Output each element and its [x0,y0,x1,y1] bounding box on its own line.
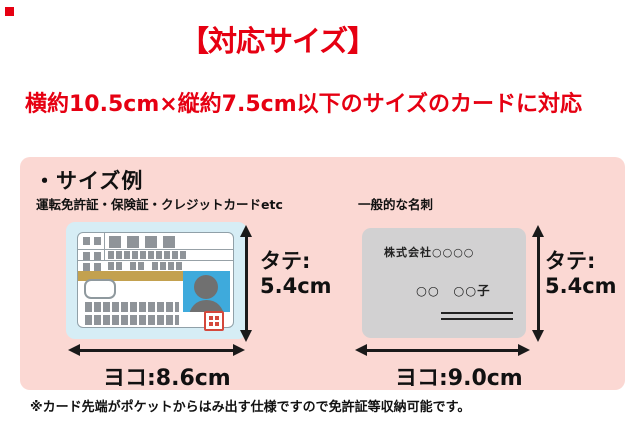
width-label-left: ヨコ:8.6cm [103,366,231,391]
license-photo [183,271,230,312]
portrait-silhouette-icon [194,275,218,299]
business-card-name: ○○ ○○子 [416,283,491,298]
panel-heading: ・サイズ例 [34,169,144,193]
license-text-placeholder [83,252,101,260]
license-divider-line [78,249,233,250]
hanko-stamp-icon [204,311,224,331]
license-text-placeholder [83,237,101,245]
width-label-right: ヨコ:9.0cm [395,366,523,391]
business-card-rule-line [441,312,513,314]
business-card-rule-line [441,318,513,320]
height-label-caption: タテ: [260,249,311,273]
business-card-illustration: 株式会社○○○○ ○○ ○○子 [362,228,526,338]
license-divider-line [104,233,105,261]
height-dimension-arrow-left [240,225,253,342]
license-text-placeholder [130,262,144,270]
license-text-placeholder [108,262,122,270]
license-text-placeholder [85,302,179,312]
license-text-placeholder [83,263,101,271]
width-dimension-arrow-left [68,344,245,357]
license-gold-band [78,271,184,281]
height-label-value: 5.4cm [260,274,332,298]
business-card-example-label: 一般的な名刺 [358,197,434,212]
size-example-panel: ・サイズ例 運転免許証・保険証・クレジットカードetc 一般的な名刺 [20,157,625,391]
portrait-silhouette-icon [189,300,224,312]
height-label-caption: タテ: [545,249,596,273]
license-divider-line [78,260,233,261]
drivers-license-illustration [66,222,247,339]
page-title: 【対応サイズ】 [180,24,376,58]
license-text-placeholder [152,262,182,270]
license-example-label: 運転免許証・保険証・クレジットカードetc [36,197,283,212]
corner-mark [5,7,14,16]
height-dimension-arrow-right [532,225,545,342]
license-class-box [84,279,116,299]
height-label-value: 5.4cm [545,274,617,298]
license-text-placeholder [109,236,181,248]
license-card-face [77,232,234,328]
license-text-placeholder [108,251,188,259]
footnote: ※カード先端がポケットからはみ出す仕様ですので免許証等収納可能です。 [30,400,471,415]
width-dimension-arrow-right [355,344,530,357]
business-card-company: 株式会社○○○○ [384,246,475,259]
license-text-placeholder [85,315,179,325]
subtitle: 横約10.5cm×縦約7.5cm以下のサイズのカードに対応 [25,92,582,117]
height-label-right: タテ: 5.4cm [545,249,617,299]
height-label-left: タテ: 5.4cm [260,249,332,299]
